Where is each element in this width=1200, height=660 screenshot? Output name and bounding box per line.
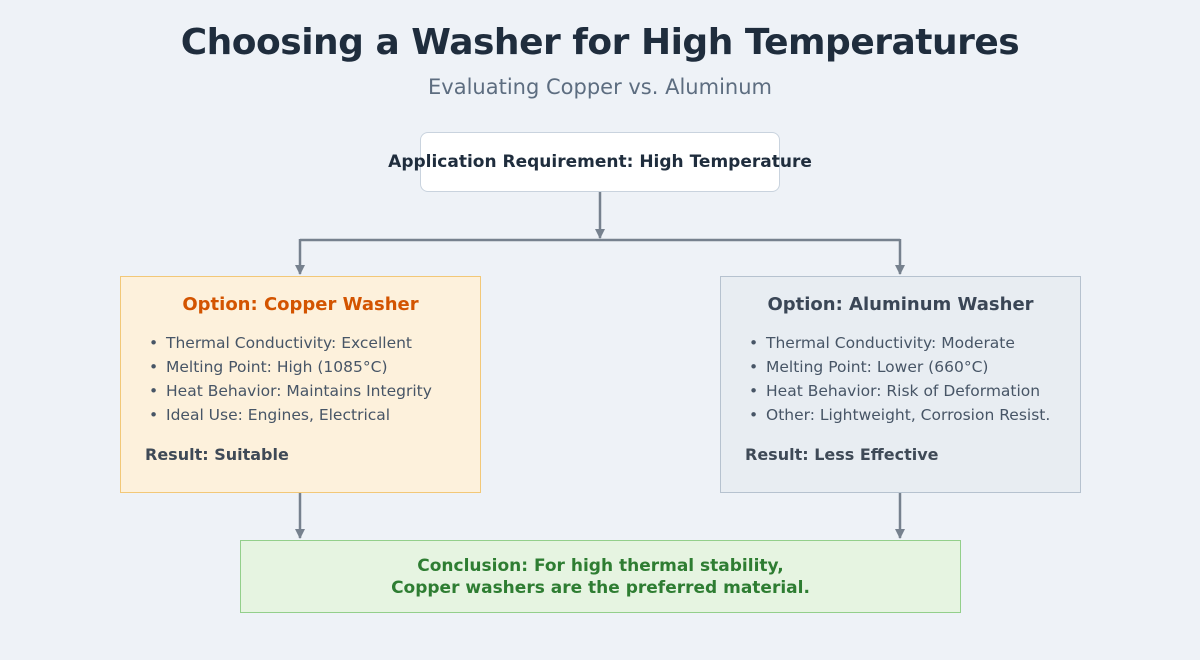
aluminum-property-list: •Thermal Conductivity: Moderate •Melting… bbox=[749, 331, 1050, 427]
requirement-label: Application Requirement: High Temperatur… bbox=[388, 152, 812, 172]
conclusion-box: Conclusion: For high thermal stability, … bbox=[240, 540, 961, 613]
page-subtitle: Evaluating Copper vs. Aluminum bbox=[428, 75, 772, 99]
bullet-icon: • bbox=[749, 358, 759, 376]
requirement-box: Application Requirement: High Temperatur… bbox=[388, 132, 812, 192]
bullet-icon: • bbox=[749, 406, 759, 424]
list-item: •Other: Lightweight, Corrosion Resist. bbox=[749, 403, 1050, 427]
copper-option-box: Option: Copper Washer •Thermal Conductiv… bbox=[120, 276, 481, 493]
copper-property-list: •Thermal Conductivity: Excellent •Meltin… bbox=[149, 331, 432, 427]
conclusion-line-1: Conclusion: For high thermal stability, bbox=[417, 555, 784, 576]
copper-result: Result: Suitable bbox=[145, 445, 289, 464]
bullet-icon: • bbox=[749, 334, 759, 352]
list-item: •Heat Behavior: Risk of Deformation bbox=[749, 379, 1050, 403]
list-item: •Heat Behavior: Maintains Integrity bbox=[149, 379, 432, 403]
aluminum-result: Result: Less Effective bbox=[745, 445, 939, 464]
list-item: •Ideal Use: Engines, Electrical bbox=[149, 403, 432, 427]
list-item: •Thermal Conductivity: Moderate bbox=[749, 331, 1050, 355]
list-item: •Thermal Conductivity: Excellent bbox=[149, 331, 432, 355]
bullet-icon: • bbox=[149, 358, 159, 376]
bullet-icon: • bbox=[749, 382, 759, 400]
bullet-icon: • bbox=[149, 406, 159, 424]
list-item: •Melting Point: Lower (660°C) bbox=[749, 355, 1050, 379]
bullet-icon: • bbox=[149, 382, 159, 400]
copper-option-heading: Option: Copper Washer bbox=[182, 294, 419, 315]
conclusion-line-2: Copper washers are the preferred materia… bbox=[391, 577, 810, 598]
aluminum-option-box: Option: Aluminum Washer •Thermal Conduct… bbox=[720, 276, 1081, 493]
list-item: •Melting Point: High (1085°C) bbox=[149, 355, 432, 379]
bullet-icon: • bbox=[149, 334, 159, 352]
page-title: Choosing a Washer for High Temperatures bbox=[180, 22, 1020, 63]
aluminum-option-heading: Option: Aluminum Washer bbox=[767, 294, 1034, 315]
